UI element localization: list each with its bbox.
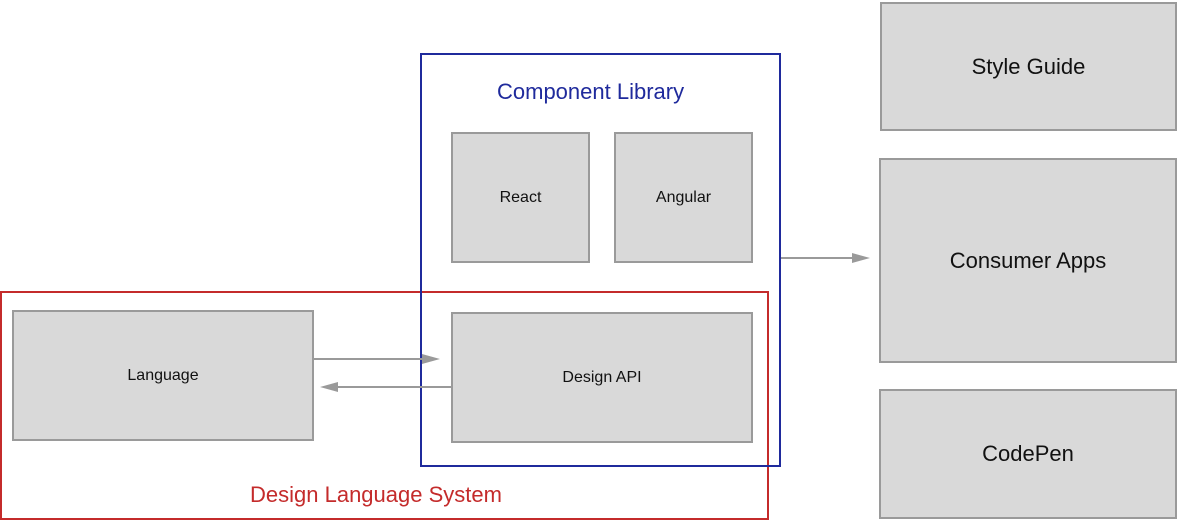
react-label: React [499, 188, 542, 206]
consumer-apps-node: Consumer Apps [879, 158, 1177, 363]
style-guide-label: Style Guide [971, 53, 1086, 79]
consumer-apps-label: Consumer Apps [949, 247, 1107, 273]
design-api-label: Design API [562, 368, 642, 386]
design-language-system-group [0, 291, 769, 520]
codepen-node: CodePen [879, 389, 1177, 519]
design-api-node: Design API [451, 312, 753, 443]
component-library-group [420, 53, 781, 467]
edge-component-library-to-consumer-apps [781, 253, 870, 263]
component-library-label: Component Library [497, 79, 685, 104]
style-guide-node: Style Guide [880, 2, 1177, 131]
design-language-system-label: Design Language System [250, 482, 502, 507]
language-node: Language [12, 310, 314, 441]
codepen-label: CodePen [982, 441, 1074, 466]
react-node: React [451, 132, 590, 263]
angular-label: Angular [655, 188, 712, 206]
language-label: Language [127, 366, 199, 384]
angular-node: Angular [614, 132, 753, 263]
